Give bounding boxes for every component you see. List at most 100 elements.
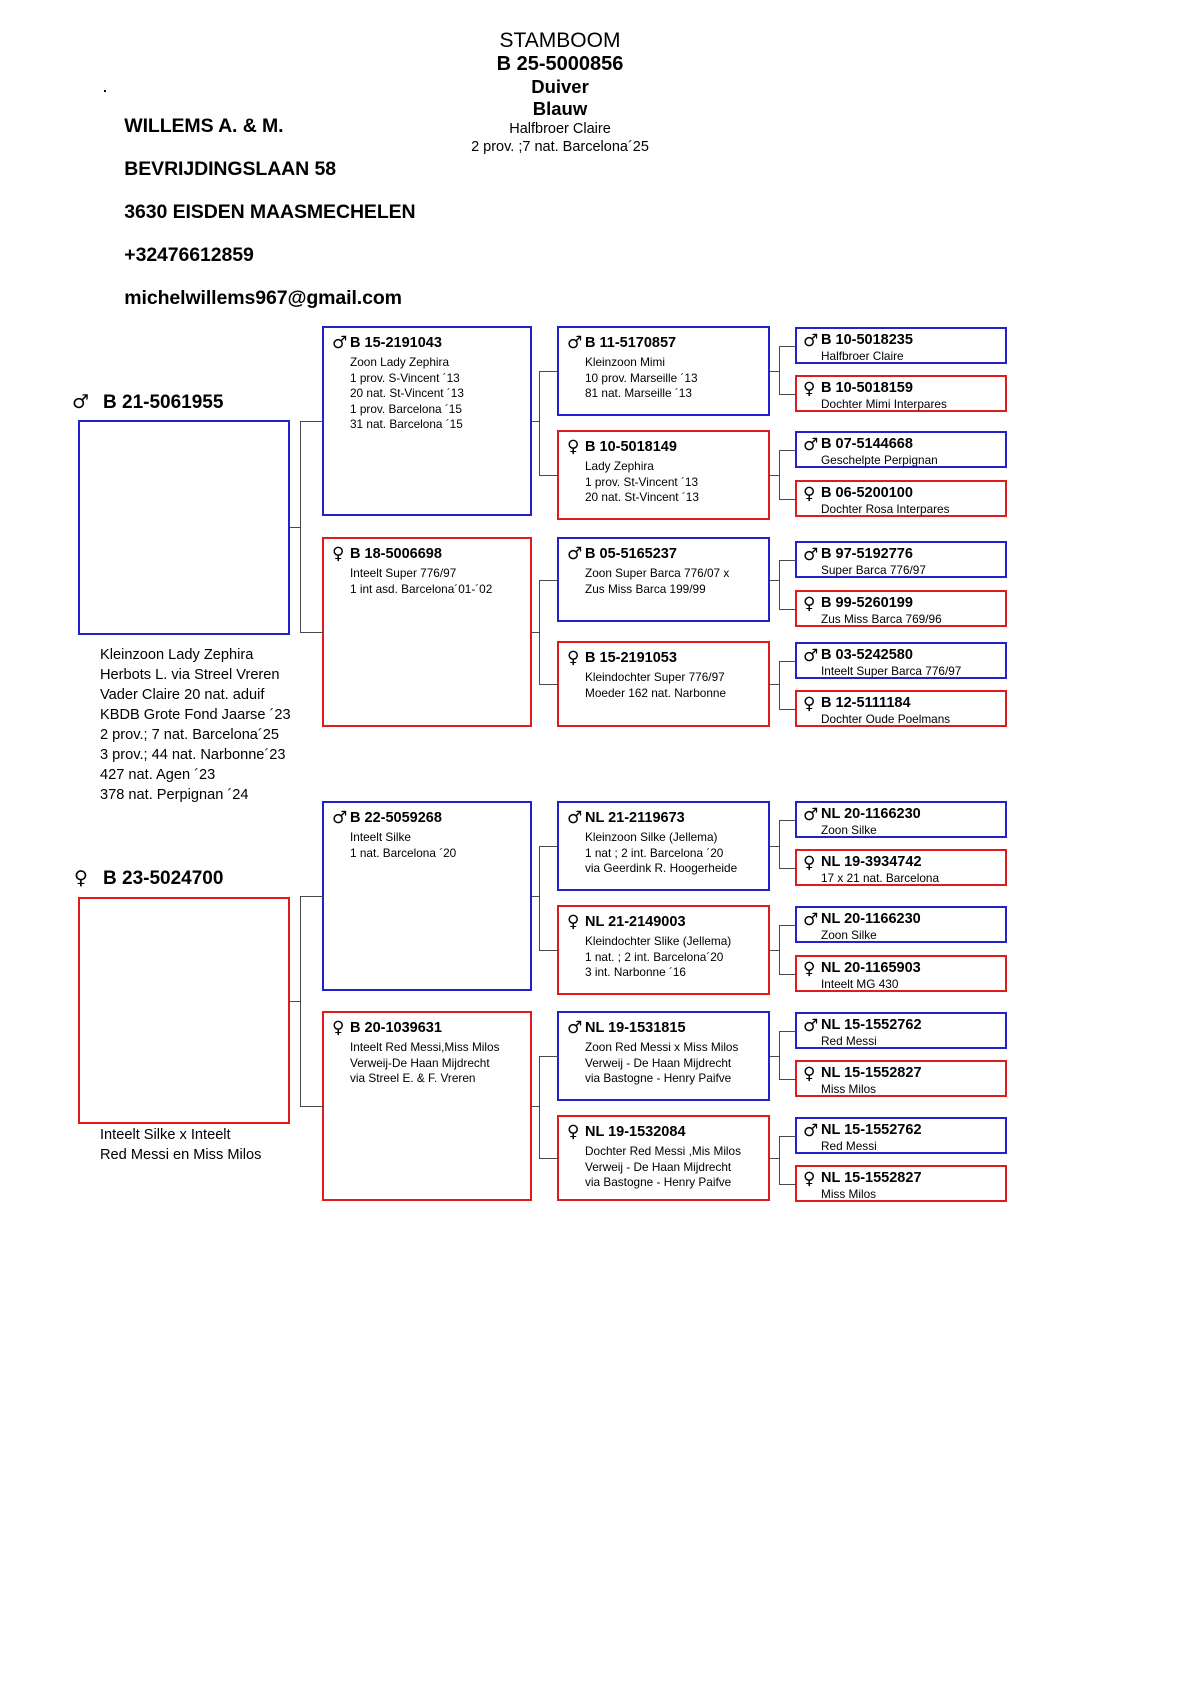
bottom-gen4-box-5[interactable]: ♀ NL 15-1552827 Miss Milos [795, 1060, 1007, 1097]
bottom-gen4-box-6[interactable]: ♂ NL 15-1552762 Red Messi [795, 1117, 1007, 1154]
top-gen4-3-lines: Dochter Rosa Interpares [821, 502, 950, 516]
top-gen4-2-sex-icon: ♂ [803, 435, 819, 455]
owner-email: michelwillems967@gmail.com [124, 286, 402, 309]
top-gen4-box-7[interactable]: ♀ B 12-5111184 Dochter Oude Poelmans [795, 690, 1007, 727]
connector [779, 609, 796, 610]
bottom-gen3-box-1[interactable]: ♀ NL 21-2149003 Kleindochter Slike (Jell… [557, 905, 770, 995]
top-gen4-2-ring: B 07-5144668 [821, 436, 913, 452]
top-gen4-2-lines: Geschelpte Perpignan [821, 453, 938, 467]
connector [770, 950, 780, 951]
connector [770, 475, 780, 476]
top-gen4-box-4[interactable]: ♂ B 97-5192776 Super Barca 776/97 [795, 541, 1007, 578]
connector [779, 820, 796, 821]
top-gen4-0-sex-icon: ♂ [803, 331, 819, 351]
bottom-gen4-box-3[interactable]: ♀ NL 20-1165903 Inteelt MG 430 [795, 955, 1007, 992]
connector [779, 1079, 796, 1080]
bottom-gen3-0-ring: NL 21-2119673 [585, 810, 685, 826]
bottom-gen4-5-sex-icon: ♀ [803, 1064, 816, 1084]
connector [532, 1106, 540, 1107]
connector [539, 684, 558, 685]
top-gen4-0-lines: Halfbroer Claire [821, 349, 904, 363]
top-gen4-box-2[interactable]: ♂ B 07-5144668 Geschelpte Perpignan [795, 431, 1007, 468]
bottom-gen4-1-ring: NL 19-3934742 [821, 854, 922, 870]
bottom-gen4-box-0[interactable]: ♂ NL 20-1166230 Zoon Silke [795, 801, 1007, 838]
connector [539, 846, 540, 950]
connector [532, 632, 540, 633]
connector [779, 346, 796, 347]
top-gen4-4-sex-icon: ♂ [803, 545, 819, 565]
connector [770, 1158, 780, 1159]
top-gen3-box-3[interactable]: ♀ B 15-2191053 Kleindochter Super 776/97… [557, 641, 770, 727]
top-gen4-7-ring: B 12-5111184 [821, 695, 911, 711]
connector [779, 394, 796, 395]
top-gen4-1-ring: B 10-5018159 [821, 380, 913, 396]
root-bottom-photo-box[interactable] [78, 897, 290, 1124]
bottom-gen4-box-7[interactable]: ♀ NL 15-1552827 Miss Milos [795, 1165, 1007, 1202]
bottom-gen4-6-sex-icon: ♂ [803, 1121, 819, 1141]
top-gen4-box-5[interactable]: ♀ B 99-5260199 Zus Miss Barca 769/96 [795, 590, 1007, 627]
connector [300, 896, 323, 897]
bottom-gen4-box-1[interactable]: ♀ NL 19-3934742 17 x 21 nat. Barcelona [795, 849, 1007, 886]
top-gen4-1-sex-icon: ♀ [803, 379, 816, 399]
bottom-gen2-box-1[interactable]: ♀ B 20-1039631 Inteelt Red Messi,Miss Mi… [322, 1011, 532, 1201]
top-gen4-6-lines: Inteelt Super Barca 776/97 [821, 664, 962, 678]
connector [779, 1136, 796, 1137]
top-gen3-box-2[interactable]: ♂ B 05-5165237 Zoon Super Barca 776/07 x… [557, 537, 770, 622]
connector [779, 560, 780, 609]
owner-dot: . [103, 79, 107, 95]
bottom-gen3-box-2[interactable]: ♂ NL 19-1531815 Zoon Red Messi x Miss Mi… [557, 1011, 770, 1101]
bottom-gen4-3-sex-icon: ♀ [803, 959, 816, 979]
top-gen4-3-sex-icon: ♀ [803, 484, 816, 504]
connector [770, 371, 780, 372]
bottom-gen4-box-4[interactable]: ♂ NL 15-1552762 Red Messi [795, 1012, 1007, 1049]
root-top-photo-box[interactable] [78, 420, 290, 635]
connector [779, 868, 796, 869]
connector [779, 820, 780, 868]
bottom-gen4-2-sex-icon: ♂ [803, 910, 819, 930]
top-gen4-box-3[interactable]: ♀ B 06-5200100 Dochter Rosa Interpares [795, 480, 1007, 517]
top-gen2-1-ring: B 18-5006698 [350, 546, 442, 562]
top-gen3-1-ring: B 10-5018149 [585, 439, 677, 455]
bottom-gen3-2-ring: NL 19-1531815 [585, 1020, 686, 1036]
bottom-gen3-box-3[interactable]: ♀ NL 19-1532084 Dochter Red Messi ,Mis M… [557, 1115, 770, 1201]
connector [770, 846, 780, 847]
bottom-gen3-3-sex-icon: ♀ [567, 1122, 580, 1142]
connector [300, 632, 323, 633]
top-gen2-1-sex-icon: ♀ [332, 544, 345, 564]
bottom-gen3-3-ring: NL 19-1532084 [585, 1124, 686, 1140]
bottom-gen4-6-ring: NL 15-1552762 [821, 1122, 922, 1138]
connector [779, 450, 780, 499]
bottom-gen4-2-lines: Zoon Silke [821, 928, 877, 942]
subject-color: Blauw [532, 98, 588, 119]
bottom-gen2-0-sex-icon: ♂ [332, 808, 348, 828]
top-gen3-0-ring: B 11-5170857 [585, 335, 677, 351]
connector [779, 499, 796, 500]
top-gen4-box-0[interactable]: ♂ B 10-5018235 Halfbroer Claire [795, 327, 1007, 364]
top-gen4-3-ring: B 06-5200100 [821, 485, 913, 501]
top-gen4-0-ring: B 10-5018235 [821, 332, 913, 348]
bottom-gen3-box-0[interactable]: ♂ NL 21-2119673 Kleinzoon Silke (Jellema… [557, 801, 770, 891]
bottom-gen4-7-sex-icon: ♀ [803, 1169, 816, 1189]
bottom-gen2-1-ring: B 20-1039631 [350, 1020, 442, 1036]
owner-line-2: 3630 EISDEN MAASMECHELEN [124, 200, 416, 223]
top-gen4-box-6[interactable]: ♂ B 03-5242580 Inteelt Super Barca 776/9… [795, 642, 1007, 679]
connector [290, 1001, 301, 1002]
top-gen4-box-1[interactable]: ♀ B 10-5018159 Dochter Mimi Interpares [795, 375, 1007, 412]
connector [290, 527, 301, 528]
top-gen4-1-lines: Dochter Mimi Interpares [821, 397, 947, 411]
bottom-gen4-box-2[interactable]: ♂ NL 20-1166230 Zoon Silke [795, 906, 1007, 943]
top-gen3-2-sex-icon: ♂ [567, 544, 583, 564]
subject-ring-number: B 25-5000856 [496, 53, 624, 75]
subject-note-1: Halfbroer Claire [509, 121, 611, 137]
top-gen4-4-ring: B 97-5192776 [821, 546, 913, 562]
